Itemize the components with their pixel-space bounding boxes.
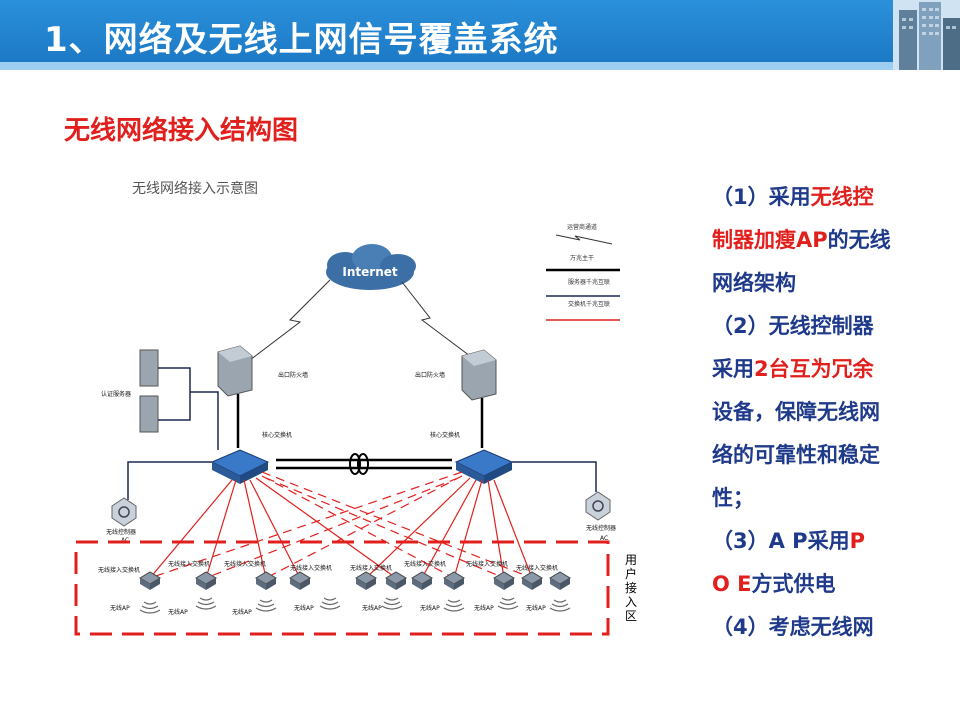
- note-line-5: 采用2台互为冗余: [712, 357, 874, 381]
- controller-left-label: 无线控制器: [106, 528, 136, 536]
- access-switch-icon: [493, 571, 515, 590]
- wireless-controller-right-icon: [585, 491, 611, 521]
- diagram-title: 无线网络接入示意图: [132, 181, 258, 197]
- ap-label: 无线AP: [474, 604, 494, 612]
- notes-panel: （1）采用无线控 制器加瘦AP的无线 网络架构 （2）无线控制器 采用2台互为冗…: [712, 176, 932, 649]
- access-switch-label: 无线接入交换机: [224, 560, 266, 568]
- wireless-ap-icon: [549, 599, 571, 612]
- legend-label-switch: 交换机千兆互联: [568, 300, 610, 308]
- ap-label: 无线AP: [168, 608, 188, 616]
- legend-isp-line: [555, 234, 613, 245]
- controller-left-link: [127, 461, 212, 500]
- wireless-ap-icon: [443, 599, 465, 612]
- internet-label: Internet: [342, 265, 397, 279]
- core-switch-right-icon: [454, 449, 514, 484]
- note-line-9: （3）A P采用P: [712, 529, 865, 553]
- wireless-ap-icons: [139, 597, 571, 614]
- ap-label: 无线AP: [526, 604, 546, 612]
- internet-link-right: [401, 281, 471, 357]
- server-link-1: [158, 367, 191, 421]
- ap-label: 无线AP: [420, 604, 440, 612]
- access-switch-icon: [411, 571, 433, 590]
- access-switch-label: 无线接入交换机: [516, 564, 558, 572]
- access-switch-icon: [195, 571, 217, 590]
- server-link-2: [190, 391, 219, 450]
- wireless-ap-icon: [381, 597, 403, 610]
- ap-label: 无线AP: [362, 604, 382, 612]
- note-line-7: 络的可靠性和稳定: [712, 443, 880, 467]
- legend-label-isp: 运营商通道: [567, 223, 597, 231]
- note-line-3: 网络架构: [712, 271, 796, 295]
- firewall-left-icon: [217, 345, 253, 397]
- wireless-ap-icon: [319, 597, 341, 610]
- access-uplinks: [149, 477, 533, 579]
- note-line-11: （4）考虑无线网: [712, 615, 874, 639]
- note-line-6: 设备，保障无线网: [712, 400, 880, 424]
- access-switch-label: 无线接入交换机: [290, 564, 332, 572]
- user-access-zone: [74, 540, 610, 636]
- ap-labels: 无线AP 无线AP 无线AP 无线AP 无线AP 无线AP 无线AP 无线AP: [110, 604, 546, 616]
- wireless-ap-icon: [497, 597, 519, 610]
- core-switch-left-icon: [210, 449, 270, 484]
- page-title: 1、网络及无线上网信号覆盖系统: [44, 20, 559, 60]
- building-image: [893, 0, 960, 70]
- firewall-left-label: 出口防火墙: [278, 371, 308, 379]
- internet-cloud-icon: Internet: [326, 244, 416, 290]
- access-switches: [139, 571, 571, 590]
- note-line-4: （2）无线控制器: [712, 314, 874, 338]
- note-line-2: 制器加瘦AP的无线: [712, 228, 891, 252]
- controller-right-label: 无线控制器: [586, 524, 616, 532]
- note-line-8: 性；: [712, 486, 754, 510]
- wireless-ap-icon: [139, 601, 161, 614]
- access-switch-label: 无线接入交换机: [466, 560, 508, 568]
- access-switch-label: 无线接入交换机: [404, 560, 446, 568]
- legend: 运营商通道 万兆主干 服务器千兆互联 交换机千兆互联: [546, 223, 620, 321]
- link-aggregation-ring-2: [357, 453, 369, 475]
- internet-link-left: [249, 279, 331, 361]
- controller-right-sub: AC: [600, 535, 608, 542]
- header-bar: [0, 0, 960, 70]
- firewall-right-icon: [461, 349, 497, 401]
- network-diagram: 运营商通道 万兆主干 服务器千兆互联 交换机千兆互联 Internet 出口防火…: [74, 223, 620, 636]
- ap-label: 无线AP: [110, 604, 130, 612]
- note-line-10: O E方式供电: [712, 572, 836, 596]
- access-switch-label: 无线接入交换机: [98, 566, 140, 574]
- core-switch-left-label: 核心交换机: [262, 431, 292, 439]
- user-zone-label: 用户接入区: [624, 553, 637, 623]
- access-switch-icon: [521, 571, 543, 590]
- header-band: [0, 62, 960, 70]
- wireless-ap-icon: [255, 599, 277, 612]
- ap-label: 无线AP: [294, 604, 314, 612]
- access-switch-icon: [289, 571, 311, 590]
- access-switch-labels: 无线接入交换机 无线接入交换机 无线接入交换机 无线接入交换机 无线接入交换机 …: [98, 560, 558, 574]
- auth-server-icon: [139, 349, 159, 433]
- access-switch-icon: [549, 571, 571, 590]
- ap-label: 无线AP: [232, 608, 252, 616]
- access-switch-icon: [443, 571, 465, 590]
- access-switch-icon: [139, 571, 161, 590]
- access-switch-icon: [355, 571, 377, 590]
- access-switch-icon: [255, 571, 277, 590]
- firewall-right-label: 出口防火墙: [415, 371, 445, 379]
- wireless-ap-icon: [195, 597, 217, 610]
- legend-label-10g: 万兆主干: [570, 254, 594, 262]
- auth-server-label: 认证服务器: [101, 390, 131, 398]
- access-backup-links: [149, 471, 533, 579]
- controller-right-link: [512, 461, 597, 492]
- access-switch-label: 无线接入交换机: [168, 560, 210, 568]
- note-line-1: （1）采用无线控: [712, 185, 874, 209]
- legend-label-server: 服务器千兆互联: [568, 278, 610, 286]
- core-switch-right-label: 核心交换机: [430, 431, 460, 439]
- wireless-controller-left-icon: [111, 497, 137, 527]
- section-title: 无线网络接入结构图: [64, 116, 299, 146]
- access-switch-label: 无线接入交换机: [350, 564, 392, 572]
- access-switch-icon: [385, 571, 407, 590]
- link-aggregation-ring-1: [349, 453, 361, 475]
